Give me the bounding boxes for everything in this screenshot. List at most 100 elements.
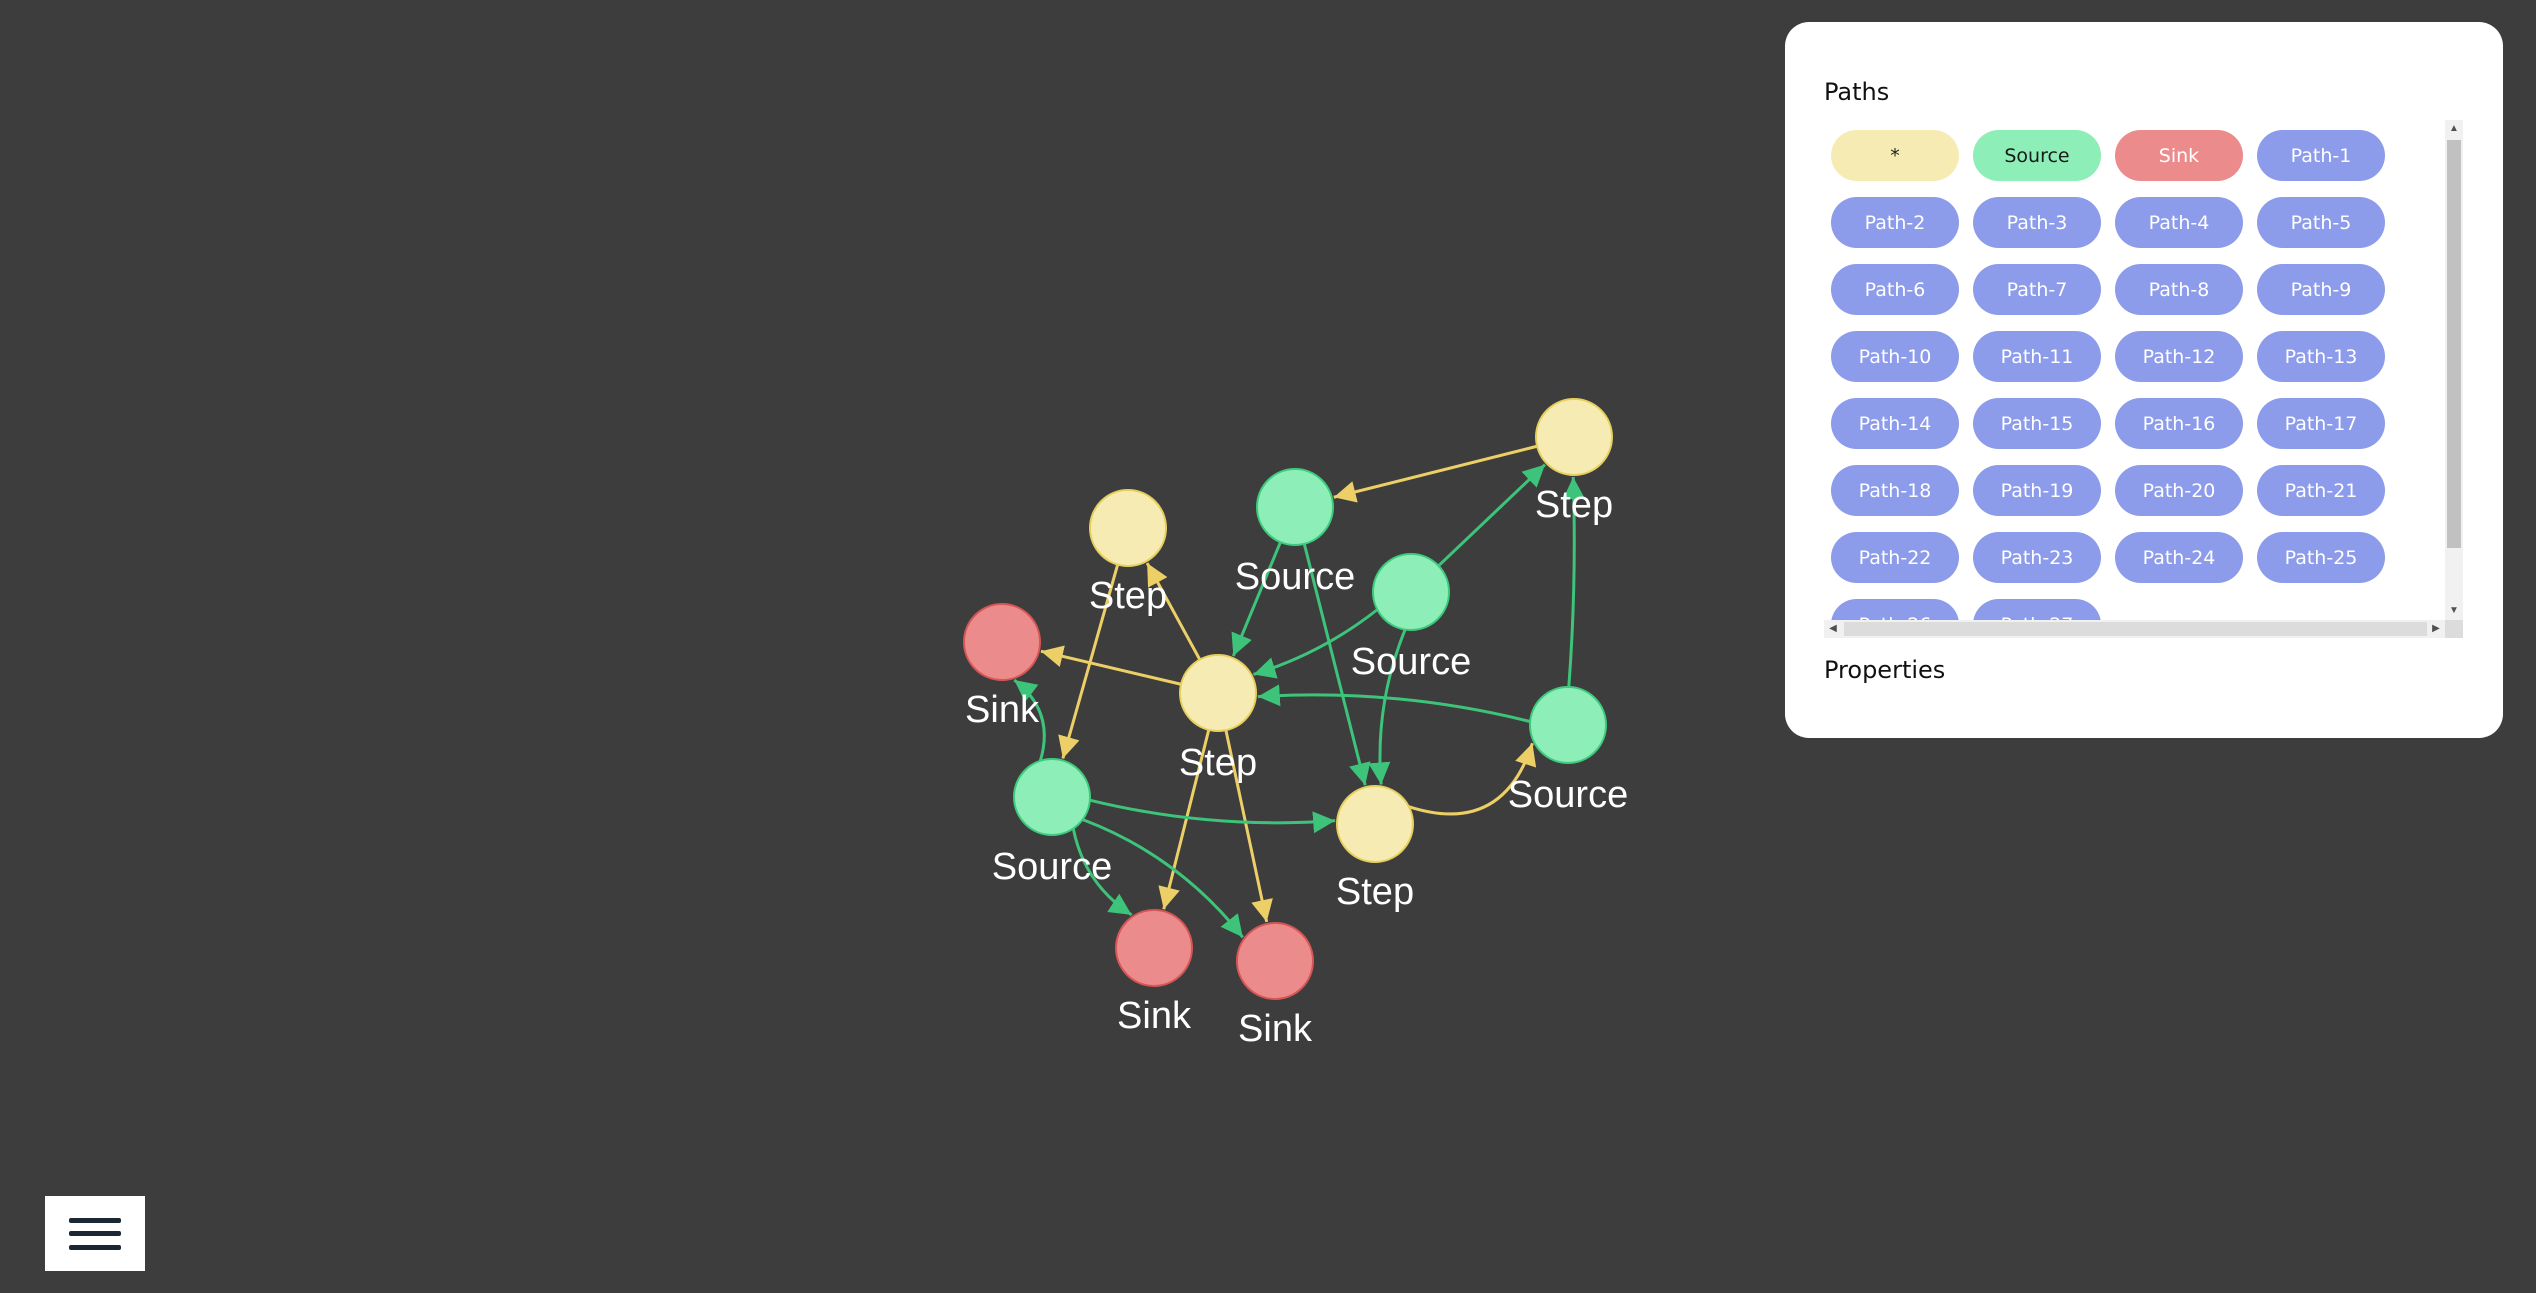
hamburger-menu-icon bbox=[69, 1217, 121, 1250]
node-label: Source bbox=[1508, 774, 1628, 816]
node-label: Step bbox=[1089, 575, 1167, 617]
node-circle[interactable] bbox=[1372, 553, 1450, 631]
graph-edge-n1-n7[interactable] bbox=[1058, 564, 1120, 759]
path-chip-path-20[interactable]: Path-20 bbox=[2115, 465, 2243, 516]
node-label: Source bbox=[1235, 556, 1355, 598]
graph-edge-n2-n11[interactable] bbox=[1224, 729, 1273, 923]
graph-node-source[interactable]: Source bbox=[1508, 686, 1628, 816]
path-chip-path-21[interactable]: Path-21 bbox=[2257, 465, 2385, 516]
node-label: Step bbox=[1179, 742, 1257, 784]
paths-horizontal-scrollbar[interactable]: ◀ ▶ bbox=[1824, 620, 2445, 638]
scroll-right-arrow-icon[interactable]: ▶ bbox=[2432, 623, 2440, 634]
scroll-left-arrow-icon[interactable]: ◀ bbox=[1829, 623, 1837, 634]
graph-edge-n5-n3[interactable] bbox=[1302, 543, 1371, 786]
path-chip-path-22[interactable]: Path-22 bbox=[1831, 532, 1959, 583]
path-chip-path-9[interactable]: Path-9 bbox=[2257, 264, 2385, 315]
path-chip-path-10[interactable]: Path-10 bbox=[1831, 331, 1959, 382]
node-circle[interactable] bbox=[963, 603, 1041, 681]
path-chip-path-5[interactable]: Path-5 bbox=[2257, 197, 2385, 248]
path-chip-path-18[interactable]: Path-18 bbox=[1831, 465, 1959, 516]
horizontal-scroll-thumb[interactable] bbox=[1844, 622, 2427, 636]
graph-edge-n8-n4[interactable] bbox=[1562, 476, 1585, 688]
path-chip-path-6[interactable]: Path-6 bbox=[1831, 264, 1959, 315]
node-circle[interactable] bbox=[1336, 785, 1414, 863]
graph-edge-n6-n4[interactable] bbox=[1437, 463, 1547, 567]
node-circle[interactable] bbox=[1089, 489, 1167, 567]
path-chip-path-23[interactable]: Path-23 bbox=[1973, 532, 2101, 583]
path-chip-path-1[interactable]: Path-1 bbox=[2257, 130, 2385, 181]
node-label: Sink bbox=[1238, 1008, 1313, 1050]
node-label: Sink bbox=[1117, 995, 1192, 1037]
nodes-layer: StepStepStepStepSourceSourceSourceSource… bbox=[963, 398, 1628, 1050]
graph-edge-n6-n3[interactable] bbox=[1368, 628, 1407, 785]
node-circle[interactable] bbox=[1256, 468, 1334, 546]
edges-layer bbox=[1013, 444, 1585, 939]
path-chip-path-14[interactable]: Path-14 bbox=[1831, 398, 1959, 449]
path-chip-path-26[interactable]: Path-26 bbox=[1831, 599, 1959, 620]
path-chip-path-16[interactable]: Path-16 bbox=[2115, 398, 2243, 449]
graph-node-sink[interactable]: Sink bbox=[963, 603, 1041, 731]
path-chip-path-11[interactable]: Path-11 bbox=[1973, 331, 2101, 382]
path-chip-path-17[interactable]: Path-17 bbox=[2257, 398, 2385, 449]
graph-node-source[interactable]: Source bbox=[1235, 468, 1355, 598]
path-chip-path-8[interactable]: Path-8 bbox=[2115, 264, 2243, 315]
graph-edge-n8-n2[interactable] bbox=[1257, 684, 1531, 723]
path-chip-path-19[interactable]: Path-19 bbox=[1973, 465, 2101, 516]
path-chip-path-12[interactable]: Path-12 bbox=[2115, 331, 2243, 382]
path-chip-sink[interactable]: Sink bbox=[2115, 130, 2243, 181]
graph-edge-n7-n10[interactable] bbox=[1071, 828, 1133, 917]
node-label: Source bbox=[1351, 641, 1471, 683]
path-chip-path-7[interactable]: Path-7 bbox=[1973, 264, 2101, 315]
path-chip-path-15[interactable]: Path-15 bbox=[1973, 398, 2101, 449]
properties-heading: Properties bbox=[1824, 656, 1946, 684]
path-chip-path-4[interactable]: Path-4 bbox=[2115, 197, 2243, 248]
node-circle[interactable] bbox=[1535, 398, 1613, 476]
node-circle[interactable] bbox=[1115, 909, 1193, 987]
paths-heading: Paths bbox=[1824, 78, 1890, 106]
graph-edge-n2-n1[interactable] bbox=[1145, 562, 1202, 661]
graph-node-source[interactable]: Source bbox=[992, 758, 1112, 888]
graph-edge-n6-n2[interactable] bbox=[1253, 608, 1379, 679]
graph-node-sink[interactable]: Sink bbox=[1236, 922, 1314, 1050]
graph-edge-n3-n8[interactable] bbox=[1408, 742, 1537, 816]
graph-edge-n4-n5[interactable] bbox=[1333, 444, 1538, 503]
graph-node-step[interactable]: Step bbox=[1089, 489, 1167, 617]
path-chip-path-2[interactable]: Path-2 bbox=[1831, 197, 1959, 248]
graph-node-source[interactable]: Source bbox=[1351, 553, 1471, 683]
path-chip-path-25[interactable]: Path-25 bbox=[2257, 532, 2385, 583]
paths-vertical-scrollbar[interactable]: ▲ ▼ bbox=[2445, 120, 2463, 620]
graph-edge-n2-n10[interactable] bbox=[1158, 729, 1211, 910]
node-circle[interactable] bbox=[1179, 654, 1257, 732]
node-circle[interactable] bbox=[1236, 922, 1314, 1000]
graph-edge-n7-n11[interactable] bbox=[1082, 818, 1244, 939]
path-chip-all[interactable]: * bbox=[1831, 130, 1959, 181]
node-circle[interactable] bbox=[1529, 686, 1607, 764]
vertical-scroll-thumb[interactable] bbox=[2447, 140, 2461, 548]
path-chip-path-3[interactable]: Path-3 bbox=[1973, 197, 2101, 248]
menu-button[interactable] bbox=[45, 1196, 145, 1271]
graph-edge-n7-n9[interactable] bbox=[1013, 678, 1046, 762]
graph-edge-n5-n2[interactable] bbox=[1231, 541, 1282, 657]
scrollbar-corner bbox=[2445, 620, 2463, 638]
node-label: Step bbox=[1336, 871, 1414, 913]
node-label: Step bbox=[1535, 484, 1613, 526]
graph-edge-n7-n3[interactable] bbox=[1089, 798, 1336, 834]
node-label: Sink bbox=[965, 689, 1040, 731]
node-label: Source bbox=[992, 846, 1112, 888]
node-circle[interactable] bbox=[1013, 758, 1091, 836]
path-chip-path-24[interactable]: Path-24 bbox=[2115, 532, 2243, 583]
scroll-up-arrow-icon[interactable]: ▲ bbox=[2449, 123, 2459, 134]
graph-node-step[interactable]: Step bbox=[1179, 654, 1257, 784]
path-chip-path-13[interactable]: Path-13 bbox=[2257, 331, 2385, 382]
path-chip-path-27[interactable]: Path-27 bbox=[1973, 599, 2101, 620]
graph-edge-n2-n9[interactable] bbox=[1040, 645, 1182, 686]
path-chip-source[interactable]: Source bbox=[1973, 130, 2101, 181]
scroll-down-arrow-icon[interactable]: ▼ bbox=[2449, 605, 2459, 616]
graph-node-sink[interactable]: Sink bbox=[1115, 909, 1193, 1037]
graph-node-step[interactable]: Step bbox=[1336, 785, 1414, 913]
graph-node-step[interactable]: Step bbox=[1535, 398, 1613, 526]
